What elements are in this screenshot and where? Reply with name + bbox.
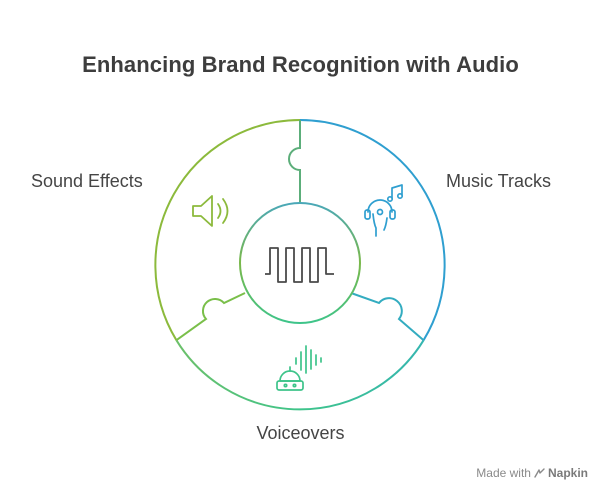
- speaker-icon: [192, 195, 229, 227]
- voiceovers-segment: [175, 339, 425, 411]
- center-circle: [239, 202, 361, 324]
- top-divider: [288, 120, 301, 205]
- music-tracks-segment: [299, 119, 446, 341]
- sound-effects-segment: [154, 119, 301, 341]
- music-tracks-label: Music Tracks: [446, 171, 552, 191]
- right-divider: [350, 292, 425, 341]
- headphones-music-icon: [364, 184, 404, 237]
- napkin-watermark[interactable]: Made with Napkin: [476, 466, 588, 480]
- voice-assistant-icon: [276, 345, 322, 391]
- watermark-brand: Napkin: [547, 466, 588, 480]
- napkin-logo-icon: [534, 467, 545, 478]
- watermark-prefix: Made with: [476, 466, 531, 480]
- sound-wave-icon: [265, 247, 334, 283]
- diagram-title: Enhancing Brand Recognition with Audio: [82, 52, 519, 77]
- left-divider: [175, 292, 246, 342]
- voiceovers-label: Voiceovers: [256, 423, 345, 443]
- sound-effects-label: Sound Effects: [31, 171, 143, 191]
